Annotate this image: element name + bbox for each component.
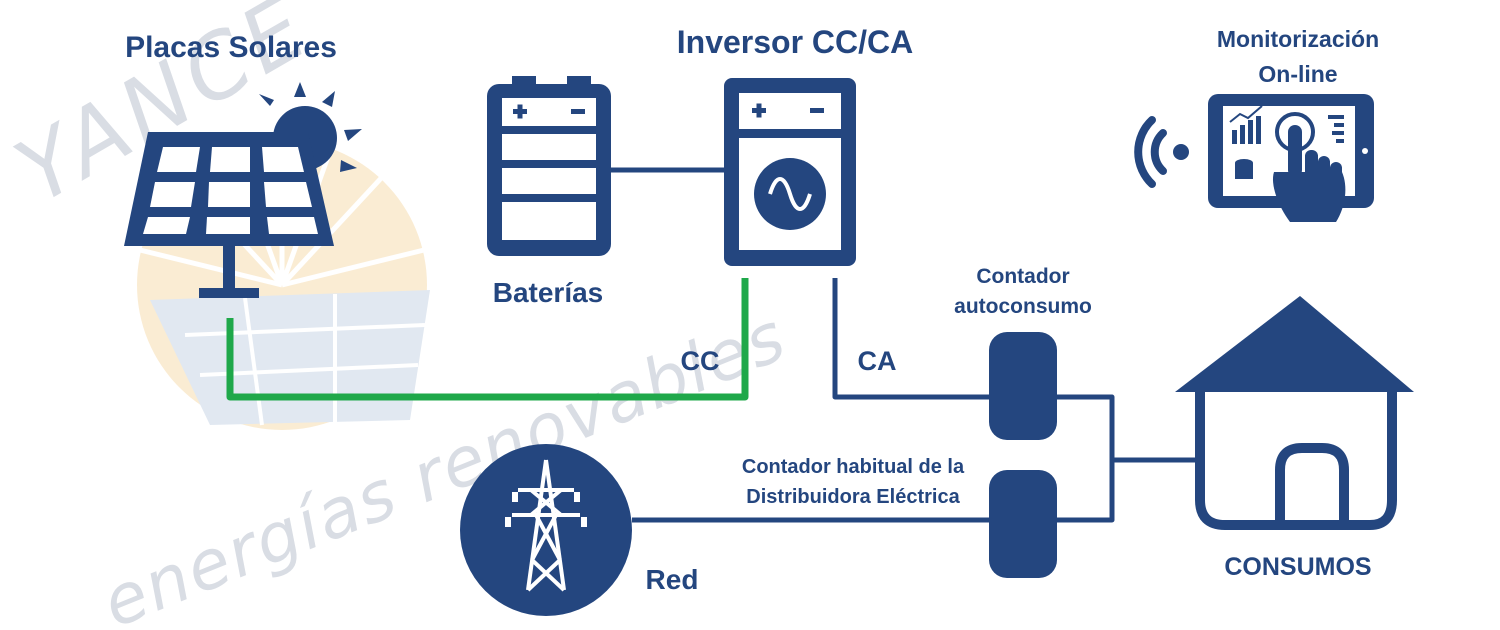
ac-label: CA bbox=[858, 346, 897, 376]
dc-label: CC bbox=[681, 346, 720, 376]
wifi-signal-icon bbox=[1134, 116, 1189, 188]
connections bbox=[226, 167, 1195, 523]
battery-icon bbox=[487, 76, 611, 256]
utility-meter-label-line2: Distribuidora Eléctrica bbox=[746, 486, 960, 508]
monitoring-label-line1: Monitorización bbox=[1217, 26, 1379, 52]
inverter-label: Inversor CC/CA bbox=[677, 24, 914, 60]
self-consumption-meter-icon bbox=[989, 332, 1057, 440]
grid-label: Red bbox=[646, 564, 699, 595]
self-meter-label-line2: autoconsumo bbox=[954, 295, 1092, 318]
monitoring-label-line2: On-line bbox=[1258, 61, 1337, 87]
inverter-icon bbox=[724, 78, 856, 266]
solar-panels-label: Placas Solares bbox=[125, 31, 337, 64]
batteries-label: Baterías bbox=[493, 277, 604, 308]
dc-line bbox=[226, 278, 749, 401]
power-tower-icon bbox=[460, 444, 632, 616]
solar-panel-icon bbox=[124, 132, 334, 298]
house-icon bbox=[1175, 296, 1414, 530]
utility-meter-label-line1: Contador habitual de la bbox=[742, 456, 965, 478]
self-meter-label-line1: Contador bbox=[976, 265, 1069, 288]
touch-hand-icon bbox=[1272, 112, 1346, 222]
consumption-label: CONSUMOS bbox=[1224, 553, 1371, 581]
utility-meter-icon bbox=[989, 470, 1057, 578]
ac-line bbox=[832, 278, 990, 400]
self-meter-to-house bbox=[1055, 394, 1115, 523]
